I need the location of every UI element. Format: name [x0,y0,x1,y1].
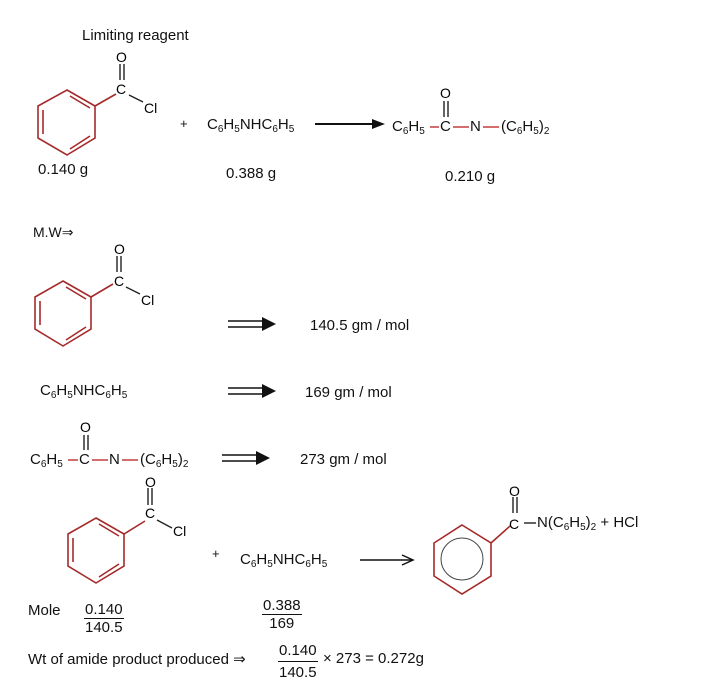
svg-text:O: O [509,483,520,499]
mw-amide-nitrogen: N [109,451,120,468]
mw-amide-carbon: C [79,451,90,468]
product-mass: 0.210 g [445,168,496,185]
mw-diphenylamine-formula: C6H5NHC6H5 [40,382,128,401]
mole-fraction-1-den: 140.5 [85,619,123,636]
svg-text:C: C [509,516,519,532]
weight-fraction-num: 0.140 [278,640,318,662]
svg-text:C: C [145,505,155,521]
benzamide-structure: O C [433,483,536,595]
mw-diphenylamine: 169 gm / mol [305,384,392,401]
mole-fraction-1: 0.140 140.5 [84,601,124,636]
svg-text:C: C [114,273,124,289]
mole-fraction-2: 0.388 169 [262,597,302,632]
mole-fraction-1-num: 0.140 [84,601,124,619]
svg-text:O: O [145,474,156,490]
plus-sign-2: + [212,546,220,561]
reactant1-mass: 0.140 g [38,161,89,178]
svg-text:O: O [440,85,451,101]
product-nitrogen: N [470,118,481,135]
mw-amide-diphenyl: (C6H5)2 [140,451,189,470]
diphenylamine-formula-2: C6H5NHC6H5 [240,551,328,570]
mole-fraction-2-num: 0.388 [262,597,302,615]
diphenylamine-formula: C6H5NHC6H5 [207,116,295,135]
svg-text:Cl: Cl [173,523,186,539]
benzoyl-chloride-structure-3: O C Cl [67,474,186,584]
mw-benzoyl-chloride: 140.5 gm / mol [310,317,410,334]
product-diphenyl: (C6H5)2 [501,118,550,137]
mw-amide: 273 gm / mol [300,451,387,468]
svg-text:O: O [80,419,91,435]
weight-label: Wt of amide product produced ⇒ [28,651,246,668]
mole-label: Mole [28,602,61,619]
reaction-arrow-2 [360,554,415,566]
implies-arrow-2 [228,384,276,398]
weight-fraction-den: 140.5 [279,664,317,681]
weight-result: × 273 = 0.272g [323,650,424,667]
product-carbon: C [440,118,451,135]
reaction-arrow [315,119,385,129]
mole-fraction-2-den: 169 [269,615,295,632]
product-phenyl: C6H5 [392,118,425,137]
benzoyl-chloride-structure-2: O C Cl [34,241,154,347]
svg-text:O: O [114,241,125,257]
amide-bonds-2: O [68,419,138,461]
svg-text:Cl: Cl [144,100,157,116]
plus-sign: + [180,116,188,131]
reactant2-mass: 0.388 g [226,165,277,182]
mw-heading: M.W⇒ [33,224,74,240]
benzoyl-chloride-structure-1: O C Cl [37,49,157,156]
implies-arrow-3 [222,451,270,465]
mw-amide-phenyl: C6H5 [30,451,63,470]
implies-arrow-1 [228,317,276,331]
amide-bonds-1: O [430,85,499,128]
benzamide-tail: N(C6H5)2 + HCl [537,514,639,533]
limiting-reagent-label: Limiting reagent [82,27,189,44]
svg-text:O: O [116,49,127,65]
svg-text:Cl: Cl [141,292,154,308]
svg-text:C: C [116,81,126,97]
weight-fraction: 0.140 140.5 [278,640,318,683]
